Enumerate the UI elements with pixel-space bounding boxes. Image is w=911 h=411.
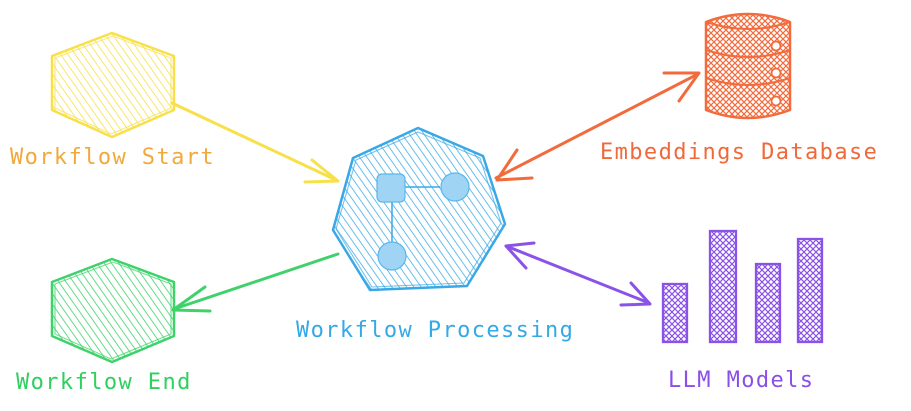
arrowhead-icon bbox=[495, 148, 534, 182]
database-cylinder-icon bbox=[704, 12, 792, 120]
node-llm-models bbox=[661, 229, 824, 344]
label-workflow-processing: Workflow Processing bbox=[296, 318, 575, 343]
database-indicator bbox=[770, 95, 782, 107]
connector-line bbox=[494, 72, 700, 180]
bar-chart-icon bbox=[661, 229, 824, 344]
network-circle-node bbox=[377, 241, 407, 271]
connector-line bbox=[172, 252, 340, 311]
node-workflow-end bbox=[50, 257, 176, 364]
label-workflow-end: Workflow End bbox=[16, 370, 192, 395]
database-ring bbox=[705, 77, 791, 86]
edge-processing-to-end bbox=[171, 252, 340, 313]
node-embeddings-database bbox=[704, 12, 792, 120]
bar bbox=[708, 229, 738, 344]
hexagon-sketch-outline bbox=[54, 261, 172, 360]
arrowhead-icon bbox=[504, 241, 536, 270]
heptagon-network-icon bbox=[331, 126, 507, 292]
network-square-node bbox=[376, 173, 406, 203]
node-workflow-processing bbox=[331, 126, 507, 292]
database-indicator bbox=[770, 67, 782, 79]
edge-processing-llm bbox=[504, 241, 652, 307]
network-circle-node bbox=[440, 172, 470, 202]
label-embeddings-database: Embeddings Database bbox=[600, 140, 879, 165]
database-indicator bbox=[770, 40, 782, 52]
edge-start-to-processing bbox=[170, 101, 340, 184]
label-llm-models: LLM Models bbox=[668, 368, 815, 393]
database-top-rim bbox=[705, 21, 791, 30]
heptagon-sketch-outline bbox=[335, 131, 502, 288]
edge-processing-database bbox=[494, 71, 701, 182]
node-workflow-start bbox=[50, 31, 176, 139]
arrowhead-icon bbox=[619, 281, 652, 307]
database-body bbox=[704, 12, 792, 120]
hexagon-icon bbox=[50, 31, 176, 139]
label-workflow-start: Workflow Start bbox=[10, 145, 216, 170]
hexagon-icon bbox=[50, 257, 176, 364]
arrowhead-icon bbox=[662, 71, 701, 103]
connector-line bbox=[170, 101, 338, 182]
arrowhead-icon bbox=[303, 158, 340, 184]
connector-line bbox=[504, 244, 651, 305]
database-ring bbox=[705, 49, 791, 58]
bar bbox=[661, 282, 689, 344]
hexagon-sketch-outline bbox=[54, 35, 172, 135]
bar bbox=[796, 237, 824, 344]
bar bbox=[754, 262, 782, 344]
